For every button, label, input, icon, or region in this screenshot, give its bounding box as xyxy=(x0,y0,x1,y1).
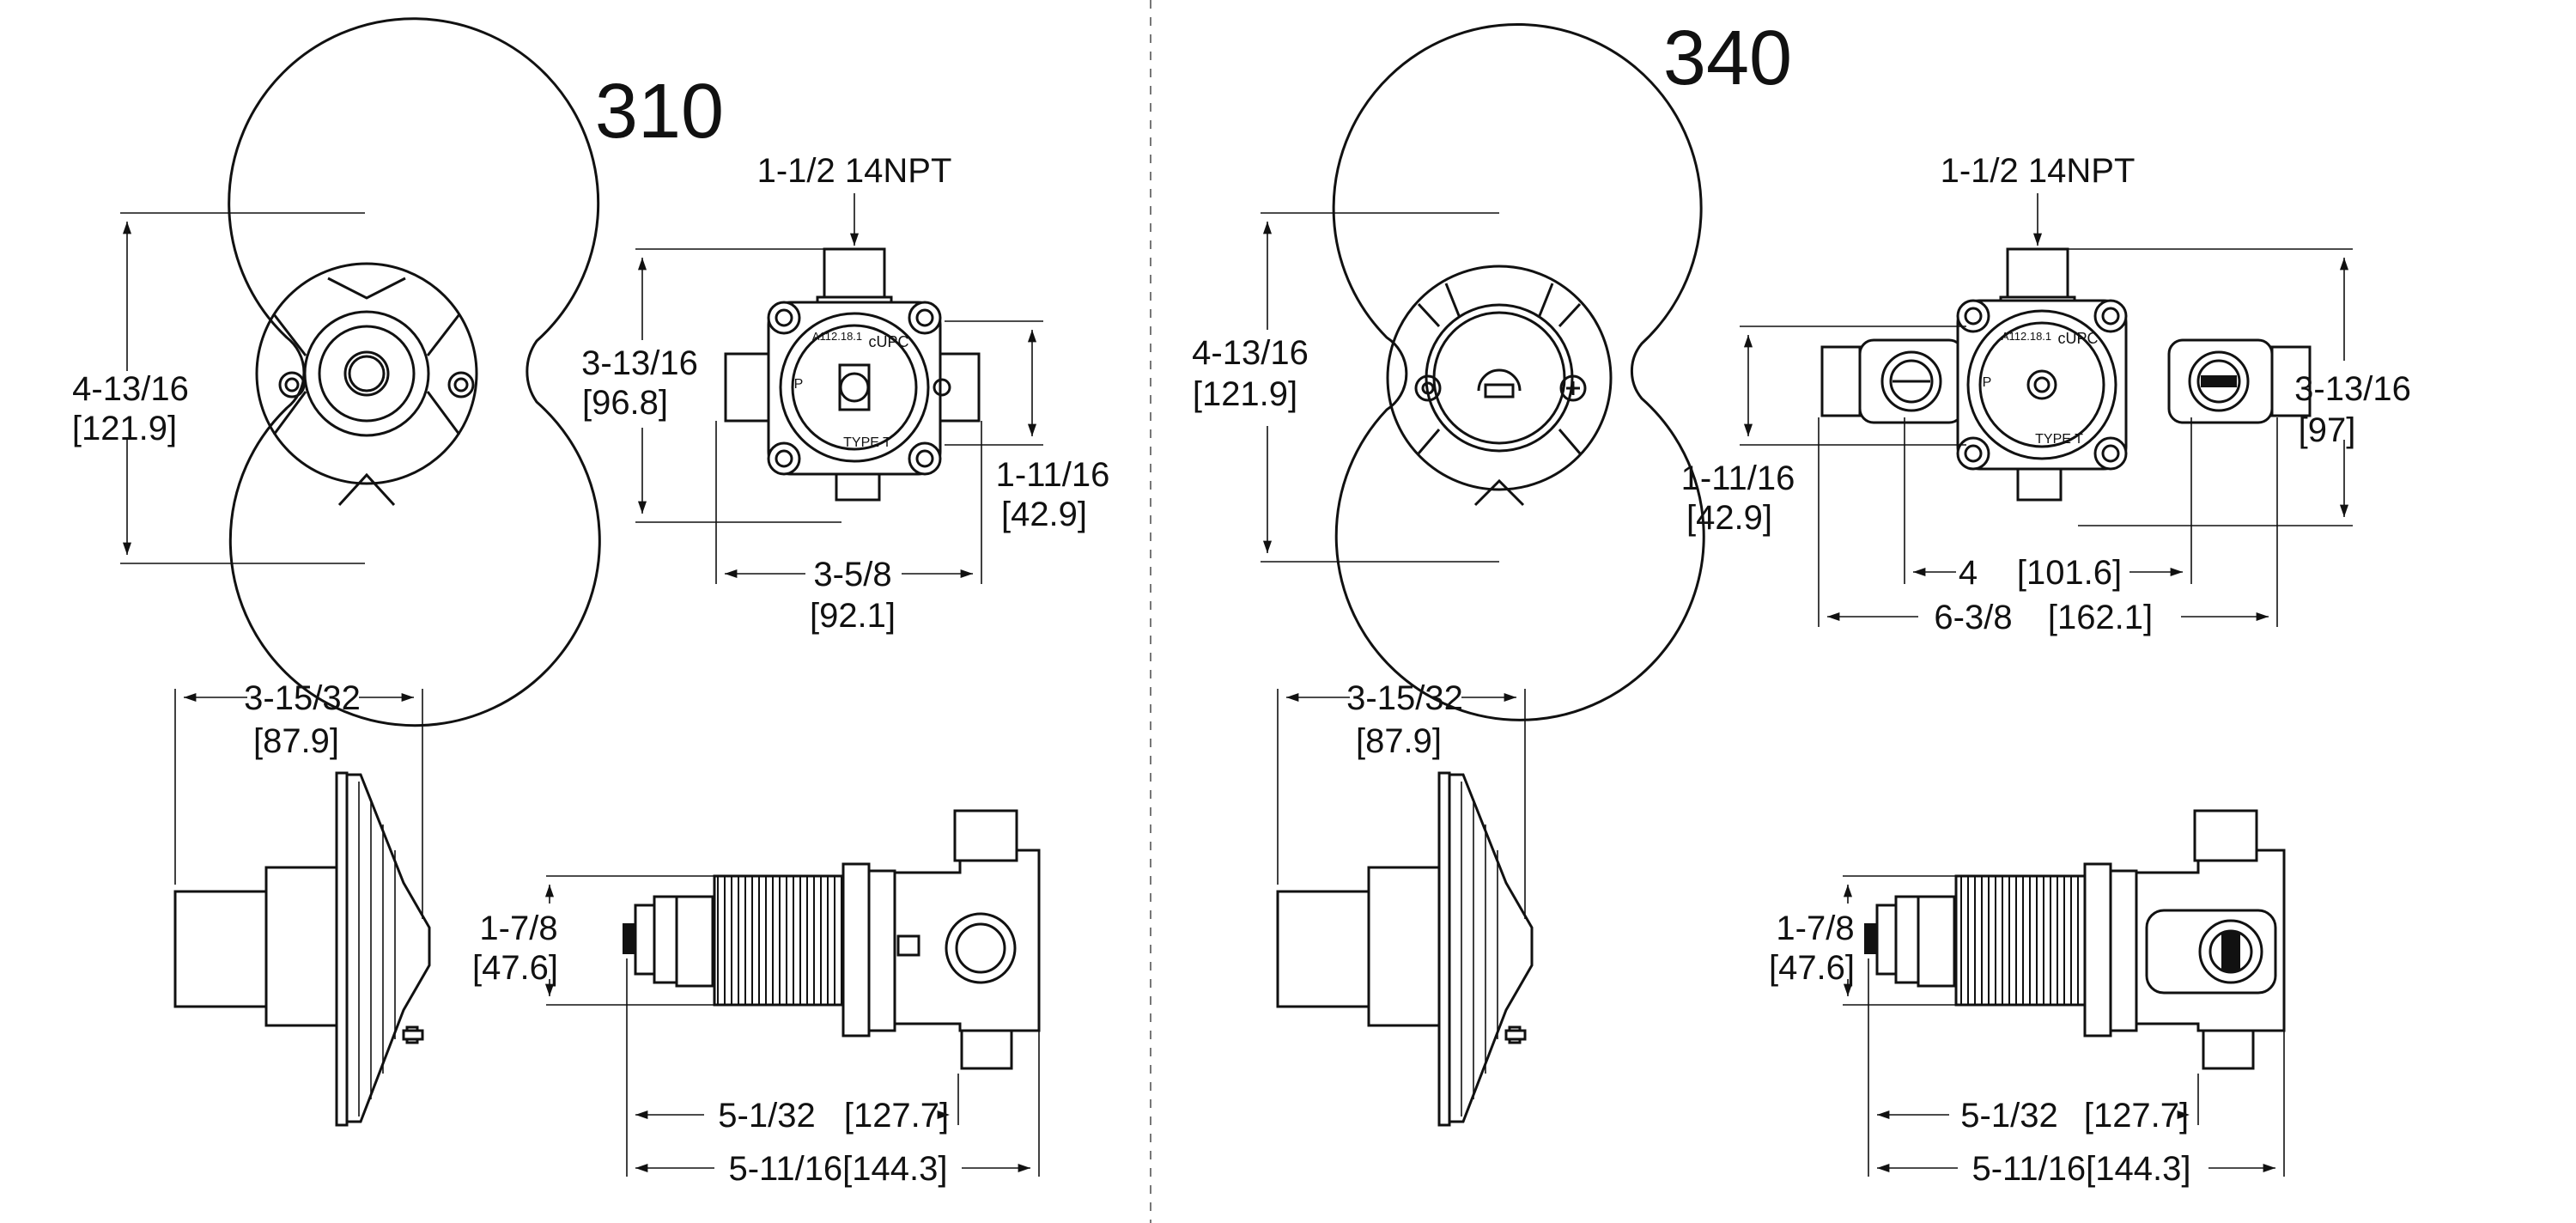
dim-stem-340: 1-7/8 [47.6] xyxy=(1769,875,1980,1006)
svg-text:[101.6]: [101.6] xyxy=(2017,554,2122,592)
dim-valve-height-340: 3-13/16 [97] xyxy=(2068,248,2411,526)
dim-inlet-340: 1-1/2 14NPT xyxy=(1941,152,2136,246)
svg-text:5-1/32: 5-1/32 xyxy=(1960,1097,2057,1135)
dim-length2-310: 5-11/16[144.3] xyxy=(635,1150,1030,1188)
svg-text:3-13/16: 3-13/16 xyxy=(2294,370,2411,408)
svg-text:[127.7]: [127.7] xyxy=(844,1097,949,1135)
valve-code-310: A112.18.1 xyxy=(812,330,862,343)
dim-inlet-310: 1-1/2 14NPT xyxy=(757,152,952,246)
svg-text:[87.9]: [87.9] xyxy=(253,722,339,760)
valve-mark-310: cUPC xyxy=(868,333,908,350)
model-title-310: 310 xyxy=(595,69,724,155)
valve-side-340 xyxy=(1864,809,2286,1070)
dim-port-340: 1-11/16 [42.9] xyxy=(1681,326,1966,537)
model-title-340: 340 xyxy=(1663,15,1792,101)
dim-trim-height-340: 4-13/16 [121.9] xyxy=(1192,212,1499,563)
svg-text:[47.6]: [47.6] xyxy=(472,949,558,987)
svg-text:6-3/8: 6-3/8 xyxy=(1934,599,2012,636)
valve-p-340: P xyxy=(1983,375,1992,390)
svg-text:3-13/16: 3-13/16 xyxy=(581,344,698,382)
svg-text:3-15/32: 3-15/32 xyxy=(1346,679,1463,717)
trim-front-310 xyxy=(228,17,601,727)
svg-text:[42.9]: [42.9] xyxy=(1686,499,1772,537)
svg-text:3-15/32: 3-15/32 xyxy=(244,679,361,717)
trim-side-310 xyxy=(173,771,431,1127)
svg-text:5-11/16[144.3]: 5-11/16[144.3] xyxy=(728,1150,947,1188)
valve-side-310 xyxy=(623,809,1041,1070)
dim-width-310: 3-5/8 [92.1] xyxy=(715,421,982,635)
svg-text:[121.9]: [121.9] xyxy=(72,410,177,447)
dim-length2-340: 5-11/16[144.3] xyxy=(1877,1150,2275,1188)
trim-front-340 xyxy=(1332,23,1705,721)
valve-mark-340: cUPC xyxy=(2057,330,2098,347)
svg-text:[92.1]: [92.1] xyxy=(810,597,896,635)
dim-trim-depth-310: 3-15/32 [87.9] xyxy=(174,679,423,919)
dim-length1-340: 5-1/32 [127.7] xyxy=(1868,958,2285,1177)
dim-trim-depth-340: 3-15/32 [87.9] xyxy=(1277,679,1526,919)
svg-text:5-1/32: 5-1/32 xyxy=(718,1097,815,1135)
valve-front-340: cUPC TYPE T P A112.18.1 xyxy=(1820,247,2312,502)
dim-inner-width-340: 4 [101.6] xyxy=(1904,417,2192,592)
svg-text:[121.9]: [121.9] xyxy=(1193,375,1297,413)
valve-type-310: TYPE T xyxy=(843,435,891,450)
svg-text:[42.9]: [42.9] xyxy=(1001,496,1087,533)
svg-text:1-11/16: 1-11/16 xyxy=(996,456,1110,494)
svg-text:1-7/8: 1-7/8 xyxy=(479,910,557,947)
svg-text:1-1/2 14NPT: 1-1/2 14NPT xyxy=(757,152,952,190)
valve-type-340: TYPE T xyxy=(2035,432,2083,447)
dim-outer-width-340: 6-3/8 [162.1] xyxy=(1818,417,2278,636)
svg-text:[97]: [97] xyxy=(2299,411,2356,449)
svg-text:[162.1]: [162.1] xyxy=(2048,599,2153,636)
dim-port-310: 1-11/16 [42.9] xyxy=(945,320,1110,533)
svg-text:4-13/16: 4-13/16 xyxy=(1192,334,1309,372)
dim-trim-height-310: 4-13/16 [121.9] xyxy=(72,212,365,564)
dim-valve-height-310: 3-13/16 [96.8] xyxy=(581,248,841,523)
svg-text:4: 4 xyxy=(1959,554,1978,592)
trim-side-340 xyxy=(1276,771,1534,1127)
svg-text:[47.6]: [47.6] xyxy=(1769,949,1855,987)
svg-text:1-11/16: 1-11/16 xyxy=(1681,459,1795,497)
svg-text:[96.8]: [96.8] xyxy=(582,384,668,422)
valve-code-340: A112.18.1 xyxy=(2002,330,2051,343)
svg-text:5-11/16[144.3]: 5-11/16[144.3] xyxy=(1971,1150,2190,1188)
dim-length1-310: 5-1/32 [127.7] xyxy=(626,958,1040,1177)
svg-text:3-5/8: 3-5/8 xyxy=(813,556,891,593)
valve-front-310: cUPC TYPE T P A112.18.1 xyxy=(724,247,981,502)
svg-text:[127.7]: [127.7] xyxy=(2084,1097,2189,1135)
svg-text:4-13/16: 4-13/16 xyxy=(72,370,189,408)
svg-text:1-1/2 14NPT: 1-1/2 14NPT xyxy=(1941,152,2136,190)
svg-text:[87.9]: [87.9] xyxy=(1356,722,1442,760)
valve-p-310: P xyxy=(794,377,804,392)
dim-stem-310: 1-7/8 [47.6] xyxy=(472,875,738,1006)
svg-text:1-7/8: 1-7/8 xyxy=(1776,910,1854,947)
